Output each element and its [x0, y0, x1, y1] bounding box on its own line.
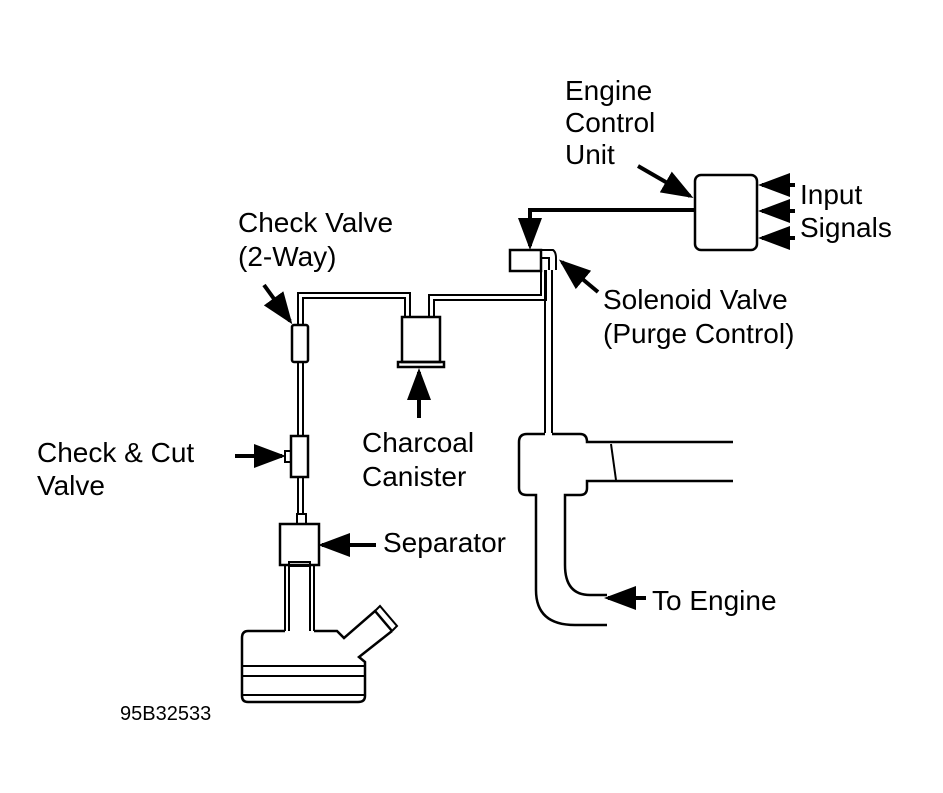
figure-code: 95B32533: [120, 703, 211, 725]
ecu-label-line2: Control: [565, 107, 655, 138]
to-engine-label: To Engine: [652, 585, 777, 616]
input-signal-arrows: [758, 173, 795, 250]
check-valve-label-line2: (2-Way): [238, 241, 337, 272]
canister-label-line2: Canister: [362, 461, 466, 492]
check-cut-label-line1: Check & Cut: [37, 437, 194, 468]
solenoid-valve: [508, 248, 557, 273]
separator-label: Separator: [383, 527, 506, 558]
throttle-body: [517, 432, 733, 627]
ecu-pointer-arrow: [637, 164, 694, 198]
separator: [278, 513, 321, 631]
throttle-plate: [610, 443, 617, 481]
solenoid-valve-label-line1: Solenoid Valve: [603, 284, 788, 315]
check-valve-2way: [290, 323, 310, 364]
canister-label-line1: Charcoal: [362, 427, 474, 458]
check-valve-pointer-arrow: [262, 283, 293, 325]
input-signals-label-line1: Input: [800, 179, 862, 210]
fuel-tank: [240, 604, 399, 704]
check-cut-label-line2: Valve: [37, 470, 105, 501]
ecu-label-line1: Engine: [565, 75, 652, 106]
ecu-control-signal-line: [518, 208, 695, 250]
check-and-cut-valve: [284, 434, 310, 479]
charcoal-canister: [396, 315, 446, 369]
check-valve-label-line1: Check Valve: [238, 207, 393, 238]
input-signals-label-line2: Signals: [800, 212, 892, 243]
purge-hoses: [297, 270, 553, 514]
engine-control-unit: [693, 173, 759, 252]
solenoid-pointer-arrow: [558, 259, 600, 294]
solenoid-valve-label-line2: (Purge Control): [603, 318, 794, 349]
ecu-label-line3: Unit: [565, 139, 615, 170]
